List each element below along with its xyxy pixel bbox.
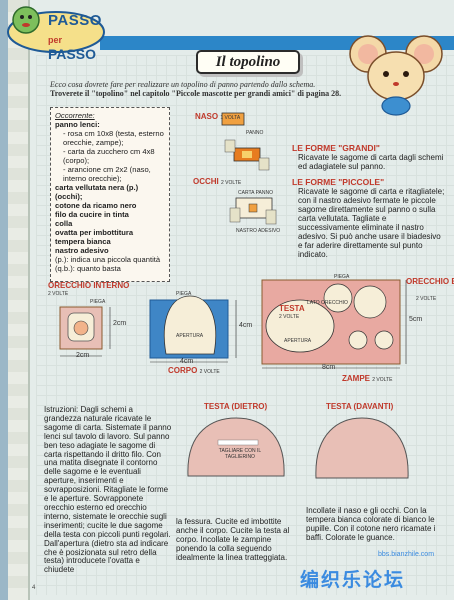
turtle-icon [7, 6, 105, 53]
occhi-carta-label: CARTA PANNO [238, 190, 274, 196]
naso-inner [242, 151, 252, 158]
intro-line-2-bold: Troverete il "topolino" nel capitolo "Pi… [50, 89, 342, 98]
testa-label: TESTA [279, 304, 305, 313]
corpo-label: CORPO 2 VOLTE [168, 366, 220, 375]
oe-count: 2 VOLTE [416, 296, 437, 302]
zampa-shape-1 [348, 330, 368, 350]
corpo-shape [163, 295, 217, 355]
material-item: cotone da ricamo nero [55, 201, 137, 210]
zampe-label: ZAMPE 2 VOLTE [342, 374, 392, 383]
naso-tape [224, 139, 236, 153]
forme-piccole-block: LE FORME "PICCOLE" Ricavate le sagome di… [292, 177, 446, 259]
testa-apertura: APERTURA [284, 338, 312, 344]
oi-count: 2 VOLTE [48, 291, 69, 297]
material-item: carta vellutata nera (p.) (occhi); [55, 183, 139, 201]
material-item: - rosa cm 10x8 (testa, esterno orecchie,… [63, 129, 164, 147]
corpo-label-text: CORPO [168, 366, 198, 375]
naso-label: NASO 1 VOLTA [195, 112, 240, 121]
testa-width: 8cm [322, 364, 336, 371]
mouse-mascot-image [349, 35, 443, 116]
orecchio-interno-label: ORECCHIO INTERNO [48, 281, 130, 290]
naso-label-text: NASO [195, 112, 219, 121]
material-item: nastro adesivo [55, 246, 109, 255]
material-item: ovatta per imbottitura [55, 228, 134, 237]
occhi-label: OCCHI 2 VOLTE [193, 177, 241, 186]
page-number: 4 [32, 585, 36, 591]
oi-piega: PIEGA [90, 299, 106, 305]
orecchio-esterno-shape-2 [353, 285, 387, 319]
occhi-label-text: OCCHI [193, 177, 219, 186]
oi-height: 2cm [113, 320, 127, 327]
material-item: filo da cucire in tinta [55, 210, 129, 219]
naso-tape-2 [258, 157, 270, 171]
instructions-col1: Istruzioni: Dagli schemi a grandezza nat… [44, 405, 172, 575]
logo-line2-text: PASSO [48, 46, 96, 62]
testa-shape [265, 299, 335, 353]
logo-per: per [48, 35, 63, 45]
logo-line1: PASSO [48, 12, 102, 29]
occhi-tape-2 [265, 209, 277, 225]
materials-heading: Occorrente: [55, 111, 95, 120]
material-item: (p.): indica una piccola quantità [55, 255, 161, 264]
testa-dietro-shape [187, 417, 285, 477]
forme-grandi-body: Ricavate le sagome di carta dagli schemi… [298, 153, 444, 171]
intro-text: Ecco cosa dovrete fare per realizzare un… [50, 80, 350, 98]
material-item: - carta da zucchero cm 4x8 (corpo); [63, 147, 155, 165]
watermark: 编织乐论坛 [300, 569, 406, 591]
forme-piccole-heading: LE FORME "PICCOLE" [292, 177, 385, 187]
zampe-count: 2 VOLTE [372, 377, 393, 383]
corpo-piega: PIEGA [176, 291, 192, 297]
material-item: tempera bianca [55, 237, 111, 246]
materials-box: Occorrente: panno lenci:- rosa cm 10x8 (… [50, 107, 170, 282]
testa-height: 5cm [409, 316, 423, 323]
instructions-col2: la fessura. Cucite ed imbottite anche il… [176, 517, 290, 562]
page-title-text: Il topolino [215, 54, 281, 70]
zampe-label-text: ZAMPE [342, 374, 370, 383]
testa-dietro-slit [217, 439, 259, 446]
logo-line2: per PASSO [48, 30, 106, 62]
orecchio-interno-shape [73, 320, 89, 336]
watermark-url: bbs.bianzhile.com [378, 551, 435, 558]
intro-line-1: Ecco cosa dovrete fare per realizzare un… [50, 80, 316, 89]
orecchio-esterno-label: ORECCHIO ESTERNO [406, 277, 454, 286]
tagliare-label: TAGLIARE CON IL TAGLIERINO [218, 448, 262, 460]
occhi-dot [248, 203, 258, 213]
intro-line-2: Troverete il "topolino" nel capitolo "Pi… [50, 89, 350, 98]
naso-panno-shape [221, 112, 245, 126]
passo-per-passo-logo: PASSO per PASSO [6, 4, 106, 62]
occhi-tape [229, 207, 241, 223]
naso-count: 1 VOLTA [220, 115, 241, 121]
material-item: panno lenci: [55, 120, 100, 129]
occhi-count: 2 VOLTE [221, 180, 242, 186]
corpo-apertura: APERTURA [176, 333, 204, 339]
testa-dietro-label: TESTA (DIETRO) [204, 402, 268, 411]
forme-grandi-block: LE FORME "GRANDI" Ricavate le sagome di … [292, 143, 446, 171]
forme-piccole-body: Ricavate le sagome di carta e ritagliate… [298, 187, 445, 259]
page-title: Il topolino [196, 50, 300, 74]
testa-davanti-label: TESTA (DAVANTI) [326, 402, 394, 411]
naso-panno-label: PANNO [246, 130, 264, 136]
corpo-count: 2 VOLTE [199, 369, 220, 375]
occhi-nastro-label: NASTRO ADESIVO [236, 228, 281, 234]
testa-count: 2 VOLTE [279, 314, 300, 320]
instructions-col3: Incollate il naso e gli occhi. Con la te… [306, 506, 436, 542]
page-edge [0, 0, 8, 600]
material-item: - arancione cm 2x2 (naso, interno orecch… [63, 165, 151, 183]
orecchio-esterno-shape-1 [323, 283, 353, 313]
material-item: colla [55, 219, 73, 228]
testa-piega: PIEGA [334, 274, 350, 280]
forme-grandi-heading: LE FORME "GRANDI" [292, 143, 380, 153]
corpo-height: 4cm [239, 322, 253, 329]
zampa-shape-2 [374, 330, 394, 350]
material-item: (q.b.): quanto basta [55, 264, 121, 273]
lato-orecchio: LATO ORECCHIO [307, 300, 348, 306]
materials-list: panno lenci:- rosa cm 10x8 (testa, ester… [55, 120, 165, 273]
corpo-width: 4cm [180, 358, 194, 365]
oi-width: 2cm [76, 352, 90, 359]
testa-davanti-shape [315, 417, 409, 479]
